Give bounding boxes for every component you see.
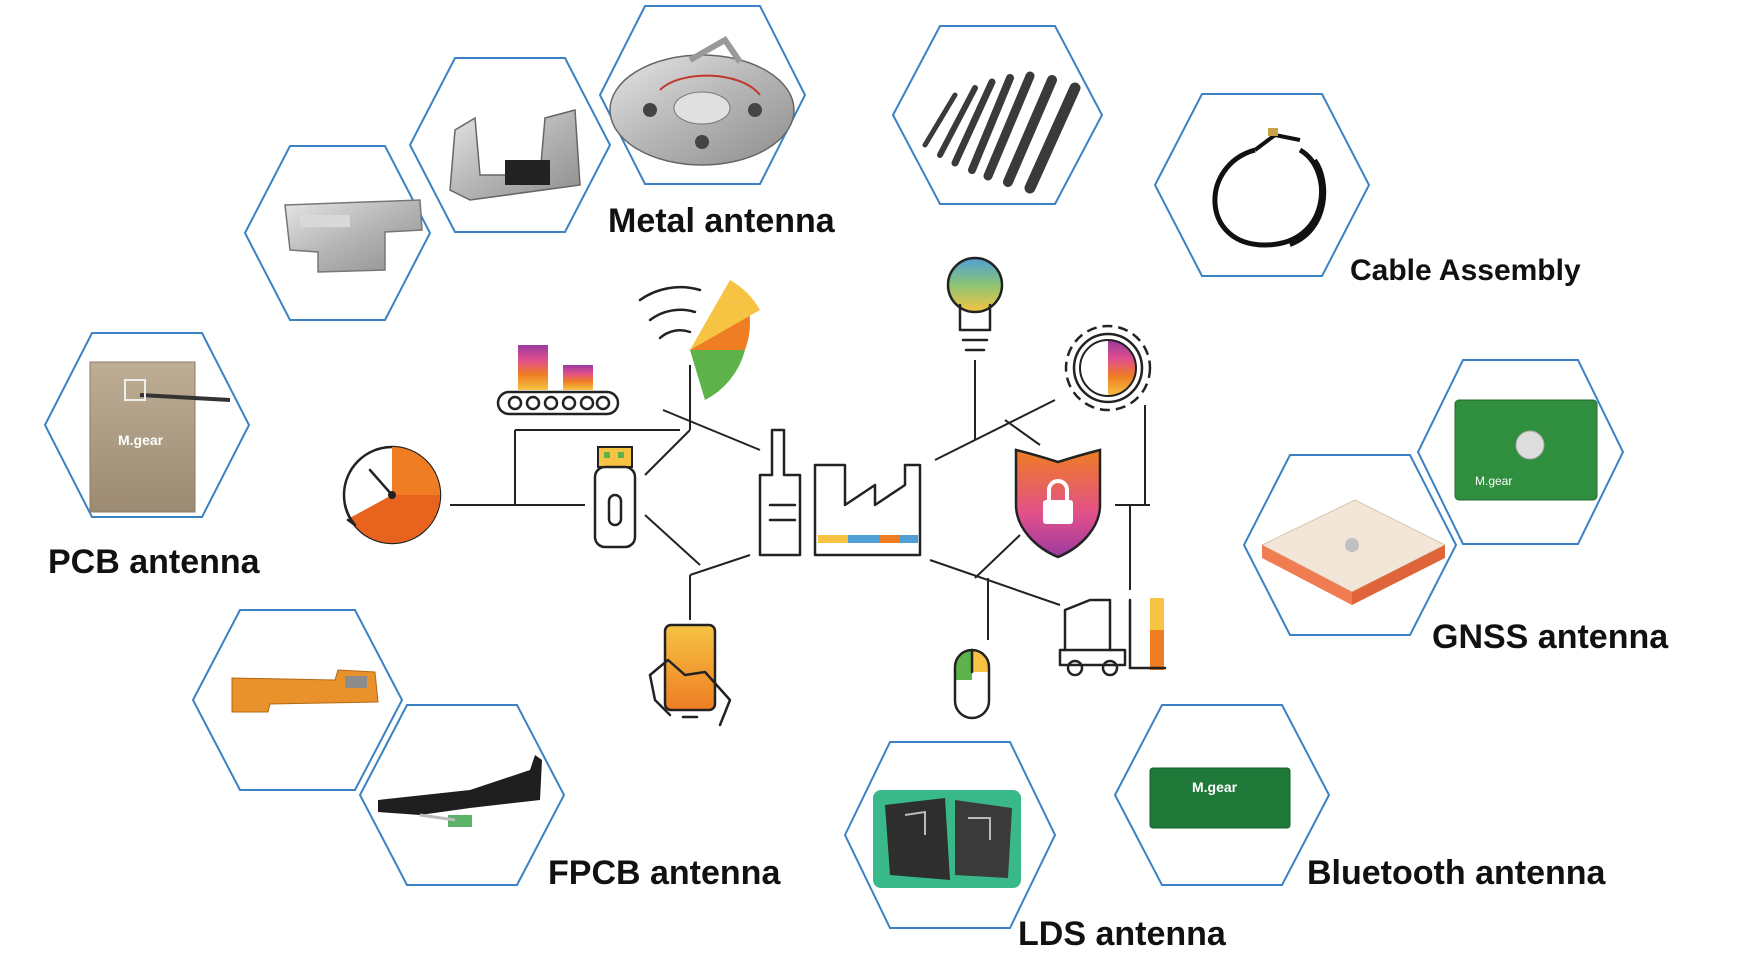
bluetooth-brand-text: M.gear	[1192, 779, 1238, 795]
metal-antenna-tile-2	[408, 57, 612, 233]
factory-icon	[758, 428, 922, 557]
usb-stick-icon	[593, 446, 637, 549]
pcb-antenna-image: M.gear	[89, 361, 231, 513]
metal-bracket-image	[449, 109, 581, 201]
gnss-antenna-tile-1: M.gear	[1416, 359, 1625, 545]
gnss-brand-text: M.gear	[1475, 474, 1512, 488]
label-lds-antenna: LDS antenna	[1018, 915, 1227, 953]
cable-coil-image	[1212, 128, 1327, 248]
fpcb-strip-image	[231, 669, 379, 713]
shield-lock-icon	[1014, 448, 1102, 559]
gear-icon	[1064, 324, 1152, 412]
label-metal-antenna: Metal antenna	[608, 202, 836, 240]
pcb-brand-text: M.gear	[118, 432, 164, 448]
forklift-icon	[1058, 598, 1167, 677]
gnss-module-image: M.gear	[1454, 399, 1598, 501]
metal-antenna-tile-1	[243, 145, 432, 321]
conveyor-icon	[496, 345, 620, 416]
connector-lines	[450, 360, 1150, 640]
label-fpcb-antenna: FPCB antenna	[548, 854, 781, 892]
label-pcb-antenna: PCB antenna	[48, 543, 261, 581]
label-bluetooth-antenna: Bluetooth antenna	[1307, 854, 1607, 892]
metal-antenna-tile-3	[598, 5, 807, 185]
mouse-icon	[953, 648, 991, 720]
lds-antenna-tile	[843, 741, 1057, 929]
metal-ring-image	[609, 36, 795, 166]
wifi-icon	[638, 280, 760, 400]
smartphone-icon	[648, 623, 732, 727]
fpcb-antenna-tile-1	[191, 609, 404, 791]
rod-antenna-tile	[891, 25, 1104, 205]
fpcb-frame-image	[378, 755, 542, 827]
label-cable-assembly: Cable Assembly	[1350, 254, 1581, 287]
fpcb-antenna-tile-2	[358, 704, 566, 886]
gnss-patch-image	[1260, 499, 1447, 605]
lightbulb-icon	[946, 256, 1004, 352]
bluetooth-antenna-tile: M.gear	[1113, 704, 1331, 886]
lds-antenna-image	[873, 790, 1021, 888]
bluetooth-antenna-image: M.gear	[1149, 767, 1291, 829]
metal-stamping-image	[284, 199, 423, 273]
label-gnss-antenna: GNSS antenna	[1432, 618, 1669, 656]
rod-antennas-image	[922, 71, 1081, 194]
pcb-antenna-tile: M.gear	[43, 332, 251, 518]
gnss-antenna-tile-2	[1242, 454, 1458, 636]
cable-assembly-tile	[1153, 93, 1371, 277]
stopwatch-icon	[342, 445, 442, 545]
